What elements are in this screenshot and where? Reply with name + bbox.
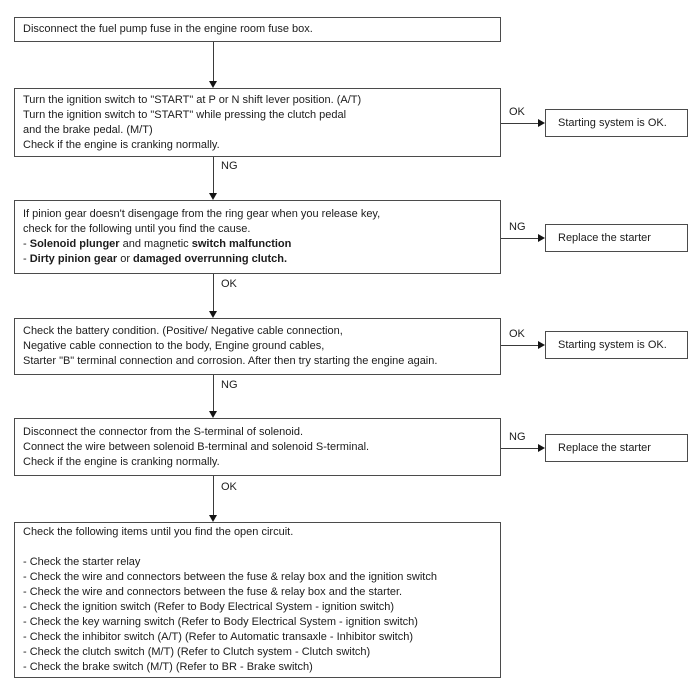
connector-label-ng: NG — [221, 379, 238, 391]
arrowhead-right-icon — [538, 341, 545, 349]
arrow-stem — [213, 375, 214, 414]
step-box-turn-ignition-start: Turn the ignition switch to "START" at P… — [14, 88, 501, 157]
arrow-stem — [213, 476, 214, 518]
step-box-pinion-gear-check: If pinion gear doesn't disengage from th… — [14, 200, 501, 274]
step-text-line: - Solenoid plunger and magnetic switch m… — [23, 237, 492, 252]
connector-label-ng: NG — [221, 160, 238, 172]
bold-term-switch-malfunction: switch malfunction — [191, 238, 292, 250]
step-text-line: Turn the ignition switch to "START" whil… — [23, 109, 347, 121]
step-text-line: Starter "B" terminal connection and corr… — [23, 355, 438, 367]
down-arrow-3 — [209, 274, 218, 318]
step-text-line: - Check the inhibitor switch (A/T) (Refe… — [23, 631, 414, 643]
plain-text: or — [117, 253, 134, 265]
step-text-line: Turn the ignition switch to "START" at P… — [23, 94, 362, 106]
step-text-line: Connect the wire between solenoid B-term… — [23, 441, 370, 453]
result-text: Starting system is OK. — [558, 116, 667, 129]
result-text: Replace the starter — [558, 231, 651, 244]
step-text-line — [23, 540, 492, 555]
step-box-disconnect-fuel-pump-fuse: Disconnect the fuel pump fuse in the eng… — [14, 17, 501, 42]
step-text-line: - Check the starter relay — [23, 556, 141, 568]
step-text-line: and the brake pedal. (M/T) — [23, 124, 153, 136]
arrow-stem — [213, 274, 214, 314]
arrow-stem — [213, 157, 214, 196]
arrowhead-down-icon — [209, 81, 217, 88]
connector-label-ok: OK — [509, 106, 525, 118]
arrow-stem — [501, 123, 541, 124]
step-text-line: If pinion gear doesn't disengage from th… — [23, 208, 381, 220]
step-box-solenoid-s-terminal-test: Disconnect the connector from the S-term… — [14, 418, 501, 476]
result-box-replace-starter-1: Replace the starter — [545, 224, 688, 252]
right-arrow-4 — [501, 444, 545, 453]
step-text-line: - Check the clutch switch (M/T) (Refer t… — [23, 646, 371, 658]
result-text: Replace the starter — [558, 441, 651, 454]
arrow-stem — [501, 448, 541, 449]
bold-term-dirty-pinion-gear: Dirty pinion gear — [29, 253, 118, 265]
arrowhead-right-icon — [538, 234, 545, 242]
result-box-starting-system-ok-1: Starting system is OK. — [545, 109, 688, 137]
down-arrow-1 — [209, 42, 218, 88]
arrow-stem — [501, 345, 541, 346]
step-text-line: - Check the key warning switch (Refer to… — [23, 616, 418, 628]
step-box-open-circuit-checklist: Check the following items until you find… — [14, 522, 501, 678]
right-arrow-3 — [501, 341, 545, 350]
step-text-line: - Check the brake switch (M/T) (Refer to… — [23, 661, 313, 673]
list-dash: - — [23, 238, 30, 250]
step-box-check-battery-condition: Check the battery condition. (Positive/ … — [14, 318, 501, 375]
arrowhead-right-icon — [538, 119, 545, 127]
connector-label-ok: OK — [221, 278, 237, 290]
bold-term-damaged-overrunning-clutch: damaged overrunning clutch. — [133, 253, 288, 265]
down-arrow-2 — [209, 157, 218, 200]
step-text-line: Negative cable connection to the body, E… — [23, 340, 325, 352]
connector-label-ng: NG — [509, 431, 526, 443]
bold-term-solenoid-plunger: Solenoid plunger — [29, 238, 120, 250]
result-box-replace-starter-2: Replace the starter — [545, 434, 688, 462]
step-text-line: - Dirty pinion gear or damaged overrunni… — [23, 252, 492, 267]
result-box-starting-system-ok-2: Starting system is OK. — [545, 331, 688, 359]
connector-label-ok: OK — [221, 481, 237, 493]
arrow-stem — [501, 238, 541, 239]
step-text-line: Disconnect the connector from the S-term… — [23, 426, 304, 438]
down-arrow-5 — [209, 476, 218, 522]
arrowhead-right-icon — [538, 444, 545, 452]
arrowhead-down-icon — [209, 311, 217, 318]
step-text-line: - Check the ignition switch (Refer to Bo… — [23, 601, 395, 613]
plain-text: and magnetic — [119, 238, 192, 250]
step-text-line: check for the following until you find t… — [23, 223, 251, 235]
right-arrow-2 — [501, 234, 545, 243]
step-text-line: - Check the wire and connectors between … — [23, 571, 437, 583]
step-text-line: Check if the engine is cranking normally… — [23, 456, 220, 468]
arrowhead-down-icon — [209, 515, 217, 522]
right-arrow-1 — [501, 119, 545, 128]
connector-label-ng: NG — [509, 221, 526, 233]
result-text: Starting system is OK. — [558, 338, 667, 351]
arrowhead-down-icon — [209, 411, 217, 418]
arrow-stem — [213, 42, 214, 84]
step-text-line: Check if the engine is cranking normally… — [23, 139, 220, 151]
list-dash: - — [23, 253, 30, 265]
connector-label-ok: OK — [509, 328, 525, 340]
step-text-line: Check the battery condition. (Positive/ … — [23, 325, 343, 337]
arrowhead-down-icon — [209, 193, 217, 200]
step-text-line: Disconnect the fuel pump fuse in the eng… — [23, 23, 313, 35]
down-arrow-4 — [209, 375, 218, 418]
step-text-line: Check the following items until you find… — [23, 526, 294, 538]
step-text-line: - Check the wire and connectors between … — [23, 586, 403, 598]
